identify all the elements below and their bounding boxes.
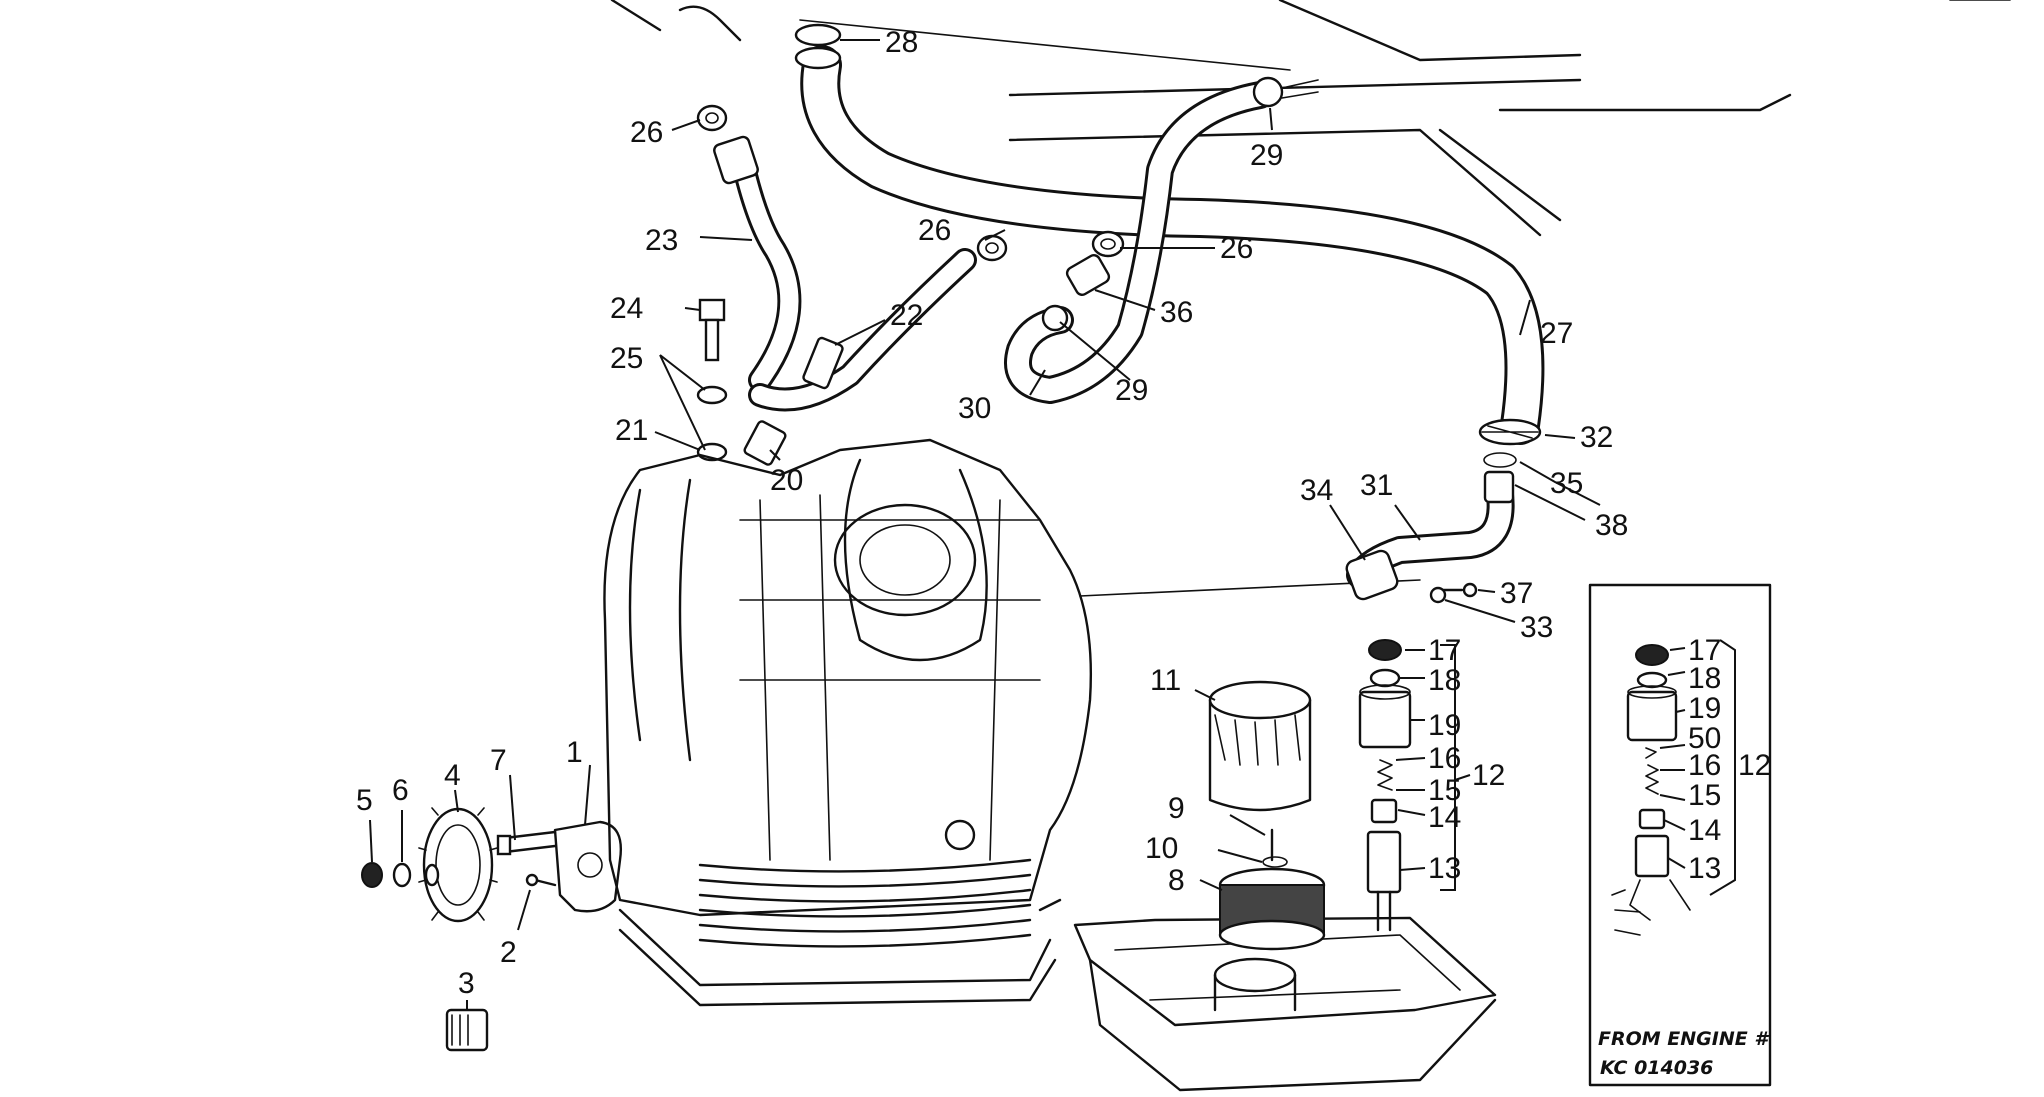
hose-23 bbox=[728, 138, 802, 392]
callout-33: 33 bbox=[1520, 611, 1553, 644]
callout-18-inset: 18 bbox=[1688, 662, 1721, 695]
callout-27: 27 bbox=[1540, 317, 1573, 350]
callout-19-inset: 19 bbox=[1688, 692, 1721, 725]
callout-3: 3 bbox=[458, 967, 475, 1000]
callout-12-inset: 12 bbox=[1738, 749, 1771, 782]
callout-16-inset: 16 bbox=[1688, 749, 1721, 782]
callout-29-mid: 29 bbox=[1115, 374, 1148, 407]
oil-filter-11 bbox=[1208, 680, 1312, 812]
callout-25: 25 bbox=[610, 342, 643, 375]
engine-block bbox=[603, 438, 1093, 1007]
callout-17-inset: 17 bbox=[1688, 634, 1721, 667]
callout-11: 11 bbox=[1150, 664, 1181, 697]
callout-7: 7 bbox=[490, 744, 507, 777]
leader-lines bbox=[369, 39, 1736, 1010]
callout-18-main: 18 bbox=[1428, 664, 1461, 697]
relief-valve-stack bbox=[1358, 639, 1412, 932]
callout-5: 5 bbox=[356, 784, 373, 817]
callout-13-main: 13 bbox=[1428, 852, 1461, 885]
callouts: 28 26 29 23 26 26 24 22 36 27 25 29 30 2… bbox=[356, 26, 1771, 1000]
inset-caption-line2: KC 014036 bbox=[1600, 1057, 1713, 1079]
callout-21: 21 bbox=[615, 414, 648, 447]
hose-29-30 bbox=[1004, 81, 1274, 404]
callout-38: 38 bbox=[1595, 509, 1628, 542]
callout-36: 36 bbox=[1160, 296, 1193, 329]
callout-22: 22 bbox=[890, 299, 923, 332]
callout-23: 23 bbox=[645, 224, 678, 257]
callout-31: 31 bbox=[1360, 469, 1393, 502]
callout-20: 20 bbox=[770, 464, 803, 497]
callout-4: 4 bbox=[444, 759, 461, 792]
callout-28: 28 bbox=[885, 26, 918, 59]
callout-8: 8 bbox=[1168, 864, 1185, 897]
frame-lines bbox=[610, 0, 2011, 597]
callout-15-main: 15 bbox=[1428, 774, 1461, 807]
callout-16-main: 16 bbox=[1428, 742, 1461, 775]
callout-13-inset: 13 bbox=[1688, 852, 1721, 885]
callout-10: 10 bbox=[1145, 832, 1178, 865]
inset-caption: FROM ENGINE # KC 014036 bbox=[1598, 1028, 1769, 1079]
inset-caption-line1: FROM ENGINE # bbox=[1598, 1028, 1769, 1050]
callout-35: 35 bbox=[1550, 467, 1583, 500]
callout-32: 32 bbox=[1580, 421, 1613, 454]
callout-26-top: 26 bbox=[630, 116, 663, 149]
callout-24: 24 bbox=[610, 292, 643, 325]
callout-9: 9 bbox=[1168, 792, 1185, 825]
callout-19-main: 19 bbox=[1428, 709, 1461, 742]
callout-29-top: 29 bbox=[1250, 139, 1283, 172]
hose-middle bbox=[748, 248, 977, 412]
inset-panel bbox=[1588, 583, 1772, 1087]
callout-34: 34 bbox=[1300, 474, 1333, 507]
callout-30: 30 bbox=[958, 392, 991, 425]
sump-and-screen bbox=[1073, 828, 1497, 1092]
callout-1: 1 bbox=[566, 736, 583, 769]
hose-27 bbox=[800, 45, 1545, 445]
callout-50-inset: 50 bbox=[1688, 722, 1721, 755]
callout-37: 37 bbox=[1500, 577, 1533, 610]
callout-14-main: 14 bbox=[1428, 801, 1461, 834]
callout-12-main: 12 bbox=[1472, 759, 1505, 792]
callout-15-inset: 15 bbox=[1688, 779, 1721, 812]
callout-26-right: 26 bbox=[1220, 232, 1253, 265]
callout-17-main: 17 bbox=[1428, 634, 1461, 667]
oil-pump-assembly bbox=[361, 807, 622, 1052]
callout-2: 2 bbox=[500, 936, 517, 969]
callout-14-inset: 14 bbox=[1688, 814, 1721, 847]
callout-6: 6 bbox=[392, 774, 409, 807]
callout-26-mid: 26 bbox=[918, 214, 951, 247]
